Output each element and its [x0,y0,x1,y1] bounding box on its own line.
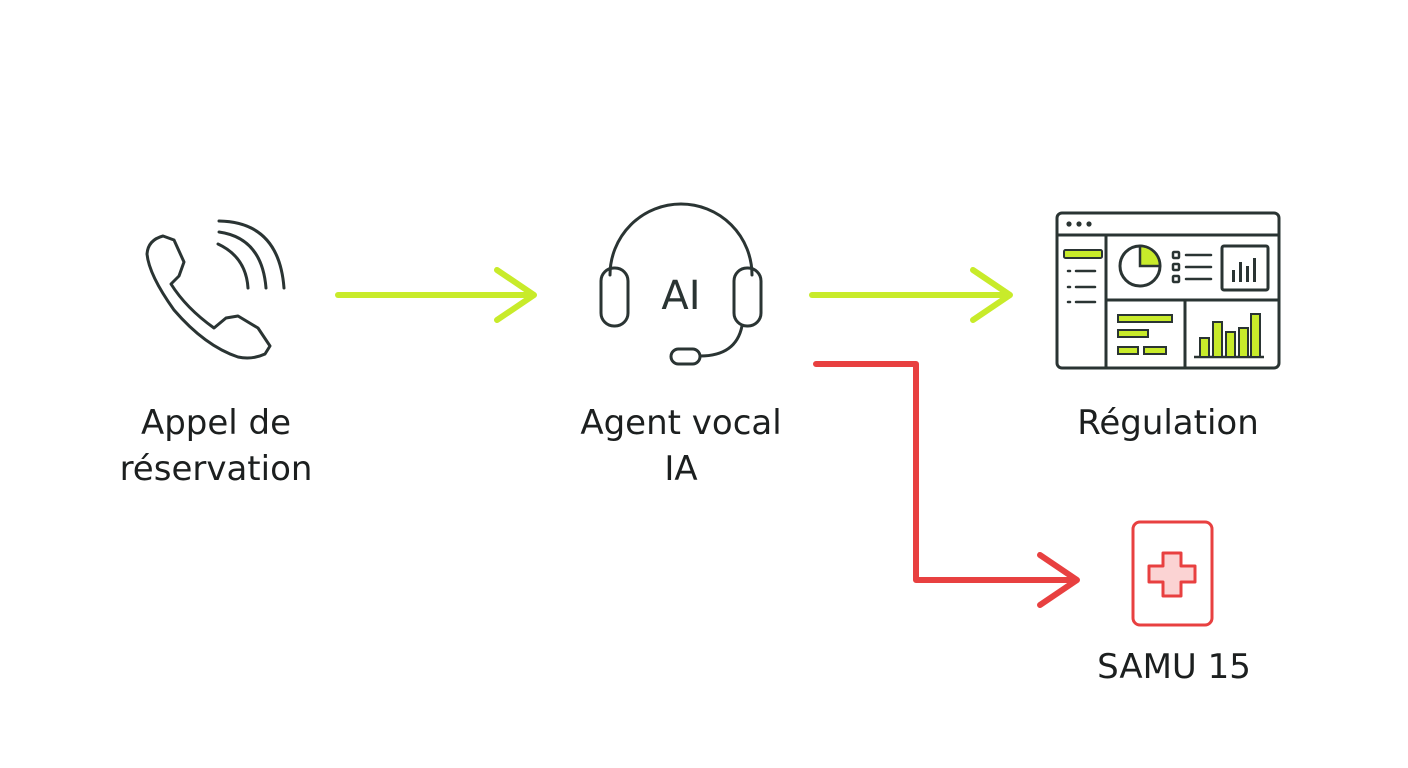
sidebar-active-item [1063,249,1103,259]
sidebar-menu-items [1066,269,1097,304]
signal-wave-1 [216,242,250,290]
agent-label-line2: IA [664,449,698,489]
phone-call-icon [145,219,286,360]
call-label-line1: Appel de [140,403,292,443]
window-dot-1 [1066,221,1072,227]
mini-chart-widget-icon [1220,244,1270,292]
call-label-line2: réservation [119,449,313,489]
arrow-call-to-agent [335,267,537,323]
horizontal-bars-icon [1117,314,1173,355]
headset-band [608,202,754,277]
arrow-agent-to-regulation [809,267,1013,323]
window-dot-2 [1076,221,1082,227]
node-label-agent: Agent vocal IA [531,400,831,492]
dashboard-frame [1055,211,1281,370]
mic-head [669,347,702,366]
window-dot-3 [1086,221,1092,227]
bar-chart-icon [1194,313,1264,359]
ai-badge: AI [661,273,700,319]
agent-label-line1: Agent vocal [580,403,782,443]
medical-cross-icon [1131,520,1214,627]
signal-wave-2 [217,230,268,290]
headset-icon [599,202,763,366]
dashboard-icon [1055,211,1281,370]
node-label-call: Appel de réservation [66,400,366,492]
right-earcup [732,266,763,328]
regulation-label: Régulation [1077,403,1259,443]
list-icon [1171,250,1213,284]
mic-boom [698,324,744,358]
medical-cross [1147,551,1197,598]
samu-label: SAMU 15 [1097,647,1251,687]
pie-chart-icon [1118,244,1162,288]
node-label-samu: SAMU 15 [1024,644,1324,690]
signal-wave-3 [217,219,286,290]
node-label-regulation: Régulation [1018,400,1318,446]
phone-handset [145,234,272,360]
arrow-agent-to-samu [813,361,1080,608]
left-earcup [599,266,630,328]
